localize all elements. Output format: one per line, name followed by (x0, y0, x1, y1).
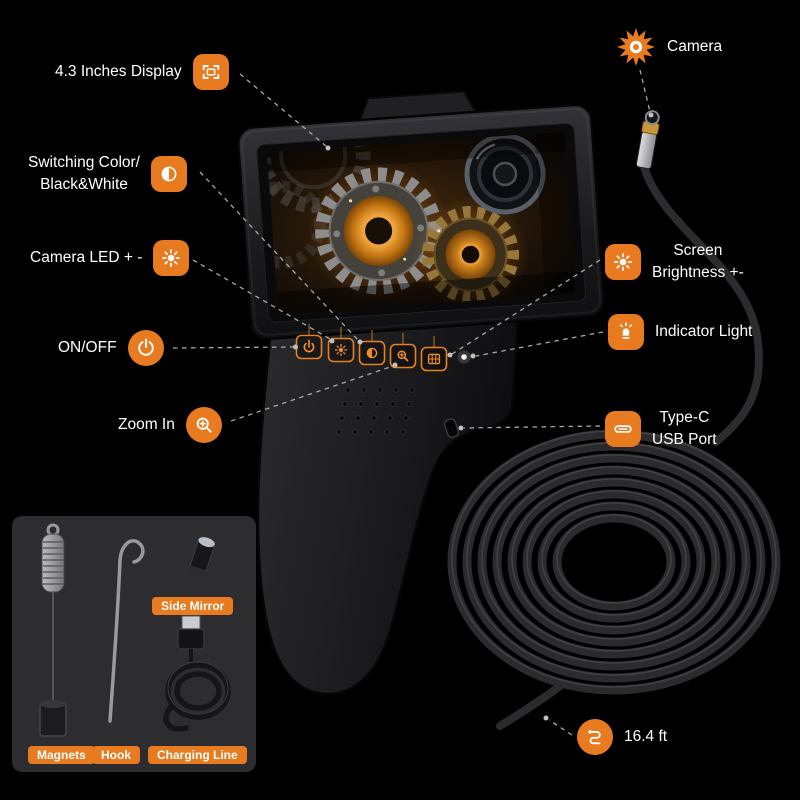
annotation-camera-led: Camera LED + - (30, 240, 190, 276)
annotation-cable-length: 16.4 ft (577, 719, 667, 755)
indicator-light-dot (461, 354, 467, 360)
power-label: ON/OFF (58, 339, 117, 356)
charging-line-label: Charging Line (148, 746, 247, 764)
side-mirror-label: Side Mirror (152, 597, 234, 615)
indicator-label: Indicator Light (655, 323, 753, 340)
cable-length-label: 16.4 ft (624, 728, 668, 745)
device-buttons (295, 324, 471, 372)
callout-lines (172, 69, 651, 736)
device-grip (256, 316, 520, 696)
accessories-panel: Side Mirror Magnets Hook Charging Line (12, 516, 256, 772)
color-switch-label: Switching Color/ Black&White (28, 154, 140, 194)
usb-label: Type-C USB Port (652, 409, 717, 449)
annotation-indicator: Indicator Light (608, 314, 752, 350)
annotation-camera: Camera (616, 27, 722, 67)
hook-item (108, 539, 145, 723)
camera-probe (635, 110, 660, 170)
hook-label: Hook (92, 746, 140, 764)
zoom-label: Zoom In (118, 416, 175, 433)
indicator-bulb-icon (608, 314, 644, 350)
zoom-button (389, 343, 417, 369)
cable-icon (577, 719, 613, 755)
charging-line-item (163, 615, 231, 732)
speaker-holes (336, 387, 415, 435)
screen-brightness-label: Screen Brightness +- (652, 242, 744, 282)
annotation-screen-brightness: Screen Brightness +- (605, 240, 744, 285)
side-mirror-item (187, 537, 215, 578)
display-icon (192, 54, 229, 90)
annotation-zoom: Zoom In (118, 407, 222, 443)
annotation-display: 4.3 Inches Display (55, 54, 229, 90)
sun-icon (153, 240, 190, 276)
annotation-color-switch: Switching Color/ Black&White (28, 152, 187, 197)
camera-label: Camera (667, 38, 723, 55)
display-label: 4.3 Inches Display (55, 63, 182, 80)
sun-icon (605, 244, 641, 281)
camera-aperture-icon (616, 27, 656, 67)
camera-led-label: Camera LED + - (30, 249, 143, 266)
callout-dots (293, 112, 654, 721)
device-head (237, 90, 606, 341)
zoom-plus-icon (185, 407, 222, 443)
power-icon (127, 330, 164, 366)
accessories-illustration (39, 523, 231, 737)
half-circle-icon (151, 156, 187, 193)
annotation-usb: Type-C USB Port (605, 407, 717, 452)
usb-c-port (443, 418, 460, 438)
annotation-power: ON/OFF (58, 330, 164, 366)
magnets-label: Magnets (28, 746, 95, 764)
device-screen (266, 131, 576, 315)
usb-c-icon (605, 411, 641, 448)
magnets-item (39, 523, 67, 737)
